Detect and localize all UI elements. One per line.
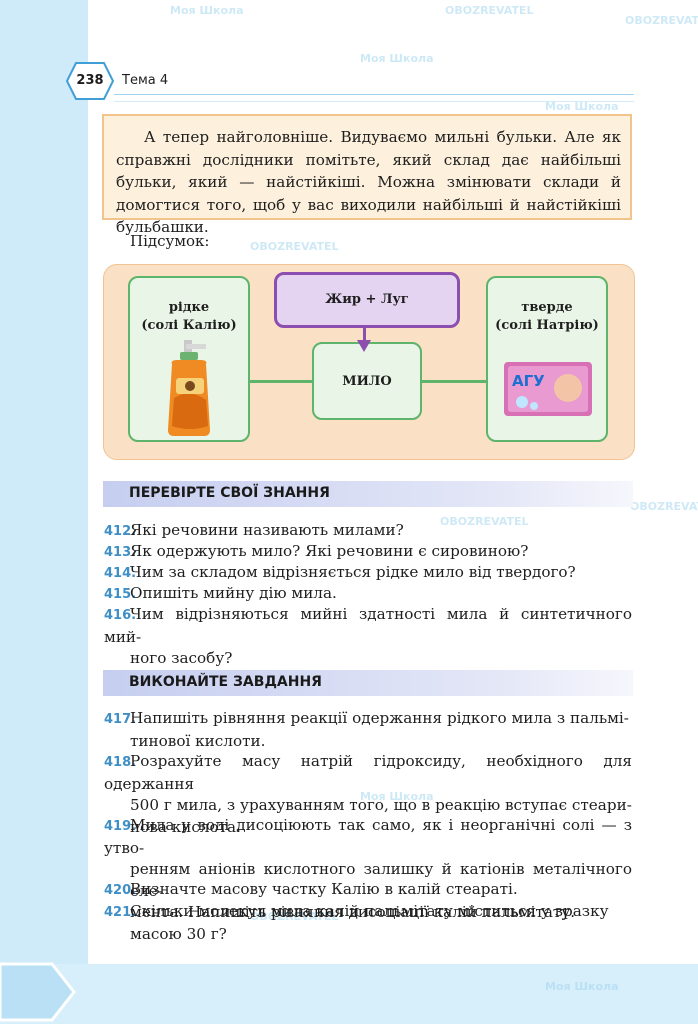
header-divider [114,94,634,95]
task-number: 420. [104,883,137,898]
task-number: 414. [104,566,137,581]
page-number-badge: 238 [65,62,115,100]
section-title: ПЕРЕВІРТЕ СВОЇ ЗНАННЯ [129,485,330,501]
hexagon-badge-icon [65,62,115,100]
section-title: ВИКОНАЙТЕ ЗАВДАННЯ [129,674,322,690]
intro-box [102,114,632,220]
task-text-continued: 500 г мила, з урахуванням того, що в реа… [130,796,632,814]
task-item: 421.Скільки молекул мила калій пальмітат… [104,901,632,945]
task-number: 421. [104,905,137,920]
section-do-tasks: ВИКОНАЙТЕ ЗАВДАННЯ [103,670,633,696]
task-item: 414.Чим за складом відрізняється рідке м… [104,562,632,585]
connector-left [250,380,314,383]
header-divider-secondary [114,101,634,102]
task-item: 413.Як одержують мило? Які речовини є си… [104,541,632,564]
task-number: 418. [104,755,137,770]
task-text: Визначте масову частку Калію в калій сте… [130,880,518,898]
page-number: 238 [76,73,104,88]
task-item: 416.Чим відрізняються мийні здатності ми… [104,604,632,670]
task-item: 419.Мила у воді дисоціюють так само, як … [104,815,632,924]
soap-center-label: МИЛО [342,374,392,389]
reaction-arrow [363,326,366,344]
task-item: 415.Опишіть мийну дію мила. [104,583,632,606]
fat-lye-box: Жир + Луг [274,272,460,328]
task-text: Мила у воді дисоціюють так само, як і не… [104,816,632,857]
task-text: Скільки молекул мила калій пальмітату мі… [130,902,609,920]
task-text-continued: масою 30 г? [130,924,227,943]
task-item: 412.Які речовини називають милами? [104,520,632,543]
section-check-knowledge: ПЕРЕВІРТЕ СВОЇ ЗНАННЯ [103,481,633,507]
task-number: 417. [104,712,137,727]
liquid-soap-line2: (солі Калію) [141,318,237,333]
task-number: 413. [104,545,137,560]
task-text: Які речовини називають милами? [130,521,404,539]
task-number: 415. [104,587,137,602]
solid-soap-line1: тверде [521,300,573,315]
corner-hexagon-icon [0,962,76,1022]
connector-right [420,380,488,383]
arrow-down-icon [357,340,371,352]
soap-center-box: МИЛО [312,342,422,420]
liquid-soap-line1: рідке [168,300,210,315]
task-text-continued: мента. Напишіть рівняння дисоціації калі… [130,903,576,921]
topic-label: Тема 4 [122,73,169,88]
liquid-soap-box: рідке (солі Калію) [128,276,250,442]
task-text: Розрахуйте масу натрій гідроксиду, необх… [104,752,632,793]
task-text-continued: ренням аніонів кислотного залишку й каті… [130,860,632,900]
fat-lye-label: Жир + Луг [325,292,409,307]
task-text: Напишіть рівняння реакції одержання рідк… [130,709,629,727]
task-text: Чим відрізняються мийні здатності мила й… [104,605,632,646]
summary-label: Підсумок: [130,232,210,250]
bottom-margin-band [0,964,698,1024]
solid-soap-package-icon: АГУ [504,362,592,416]
left-margin-band [0,0,88,1024]
soap-brand-text: АГУ [512,372,545,390]
task-text-continued: ного засобу? [130,649,233,667]
task-item: 417.Напишіть рівняння реакції одержання … [104,708,632,752]
solid-soap-box: тверде (солі Натрію) АГУ [486,276,608,442]
task-number: 419. [104,819,137,834]
intro-paragraph: А тепер найголовніше. Видуваємо мильні б… [116,128,621,236]
task-number: 416. [104,608,137,623]
task-text-continued: тинової кислоти. [130,731,266,750]
task-text: Чим за складом відрізняється рідке мило … [130,563,576,581]
solid-soap-line2: (солі Натрію) [495,318,599,333]
task-text-continued: нова кислота. [130,817,241,836]
task-item: 418.Розрахуйте масу натрій гідроксиду, н… [104,751,632,838]
task-number: 412. [104,524,137,539]
task-item: 420.Визначте масову частку Калію в калій… [104,879,632,902]
task-text: Як одержують мило? Які речовини є сирови… [130,542,529,560]
task-text: Опишіть мийну дію мила. [130,584,337,602]
liquid-soap-bottle-icon [168,340,210,436]
